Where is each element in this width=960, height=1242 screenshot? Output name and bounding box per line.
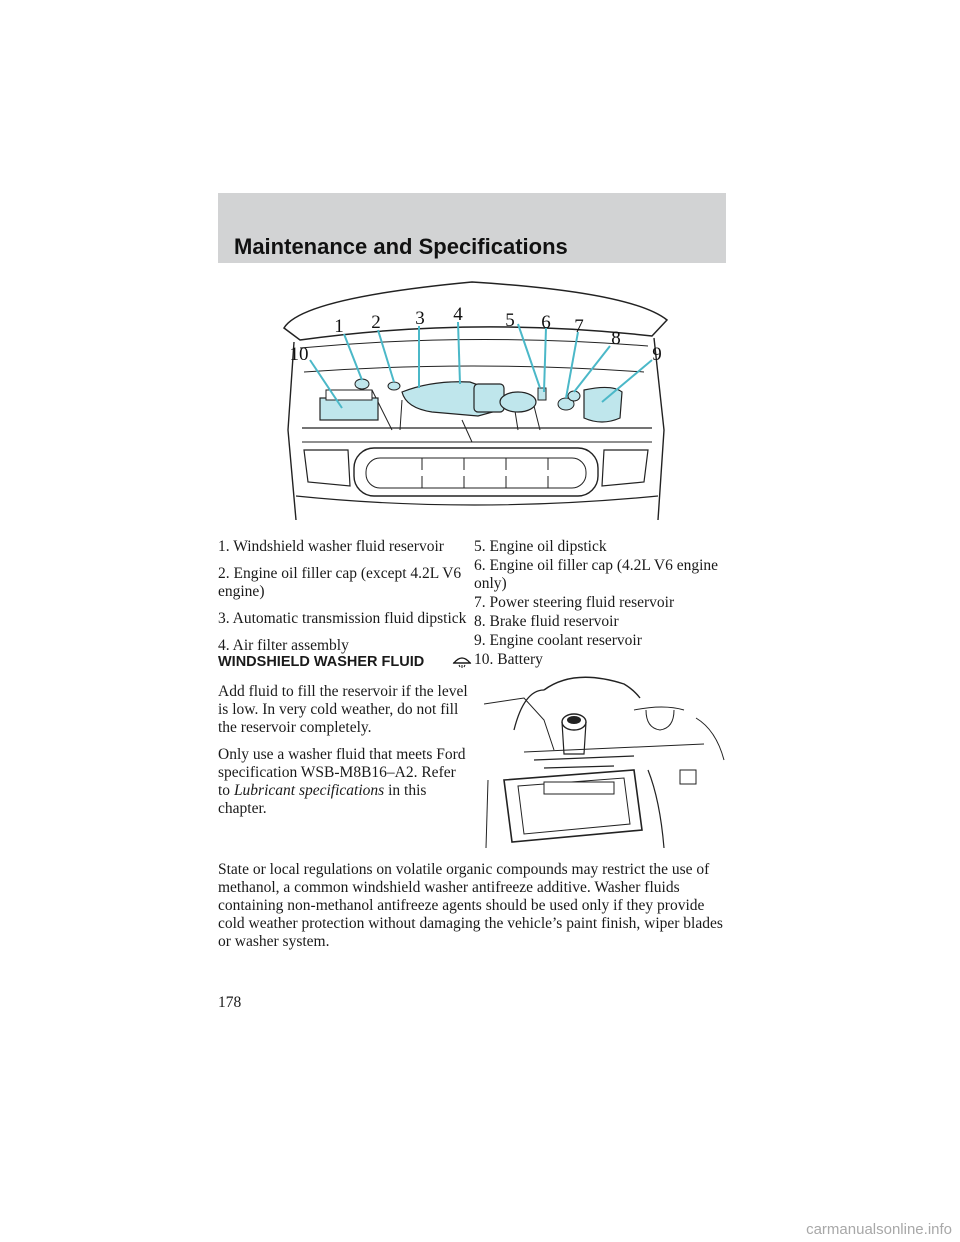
legend-item: 9. Engine coolant reservoir	[474, 632, 642, 649]
callout-9: 9	[652, 344, 662, 365]
paragraph-fluid-spec: Only use a washer fluid that meets Ford …	[218, 746, 466, 817]
section-title: Maintenance and Specifications	[234, 234, 568, 259]
section-body: Add fluid to fill the reservoir if the l…	[218, 683, 470, 827]
page-number: 178	[218, 994, 242, 1011]
section-heading: WINDSHIELD WASHER FLUID	[218, 654, 425, 670]
callout-8: 8	[611, 328, 621, 349]
legend-item: 6. Engine oil filler cap (4.2L V6 engine…	[474, 557, 719, 592]
legend-item: 3. Automatic transmission fluid dipstick	[218, 610, 467, 627]
callout-5: 5	[505, 310, 515, 331]
washer-fluid-icon	[452, 657, 472, 668]
callout-3: 3	[415, 308, 425, 329]
callout-1: 1	[334, 316, 344, 337]
paragraph-fill-instructions: Add fluid to fill the reservoir if the l…	[218, 683, 468, 736]
section-header-band: Maintenance and Specifications	[218, 193, 726, 263]
legend-item: 5. Engine oil dipstick	[474, 538, 607, 555]
callout-2: 2	[371, 312, 381, 333]
callout-10: 10	[290, 344, 309, 365]
watermark: carmanualsonline.info	[806, 1221, 952, 1238]
callout-7: 7	[574, 316, 584, 337]
legend-right-column: 5. Engine oil dipstick 6. Engine oil fil…	[474, 538, 734, 670]
washer-reservoir-illustration	[484, 670, 726, 848]
lubricant-spec-reference: Lubricant specifications	[233, 782, 385, 799]
paragraph-methanol-regulations: State or local regulations on volatile o…	[218, 861, 723, 950]
legend-item: 8. Brake fluid reservoir	[474, 613, 619, 630]
legend-item: 2. Engine oil filler cap (except 4.2L V6…	[218, 565, 462, 600]
engine-compartment-diagram: 1 2 3 4 5 6 7 8 9 10	[283, 281, 669, 521]
callout-4: 4	[453, 304, 463, 325]
callout-6: 6	[541, 312, 551, 333]
legend-item: 1. Windshield washer fluid reservoir	[218, 538, 444, 555]
legend-item: 10. Battery	[474, 651, 543, 668]
legend-left-column: 1. Windshield washer fluid reservoir 2. …	[218, 538, 470, 664]
legend-item: 4. Air filter assembly	[218, 637, 349, 654]
legend-item: 7. Power steering fluid reservoir	[474, 594, 675, 611]
